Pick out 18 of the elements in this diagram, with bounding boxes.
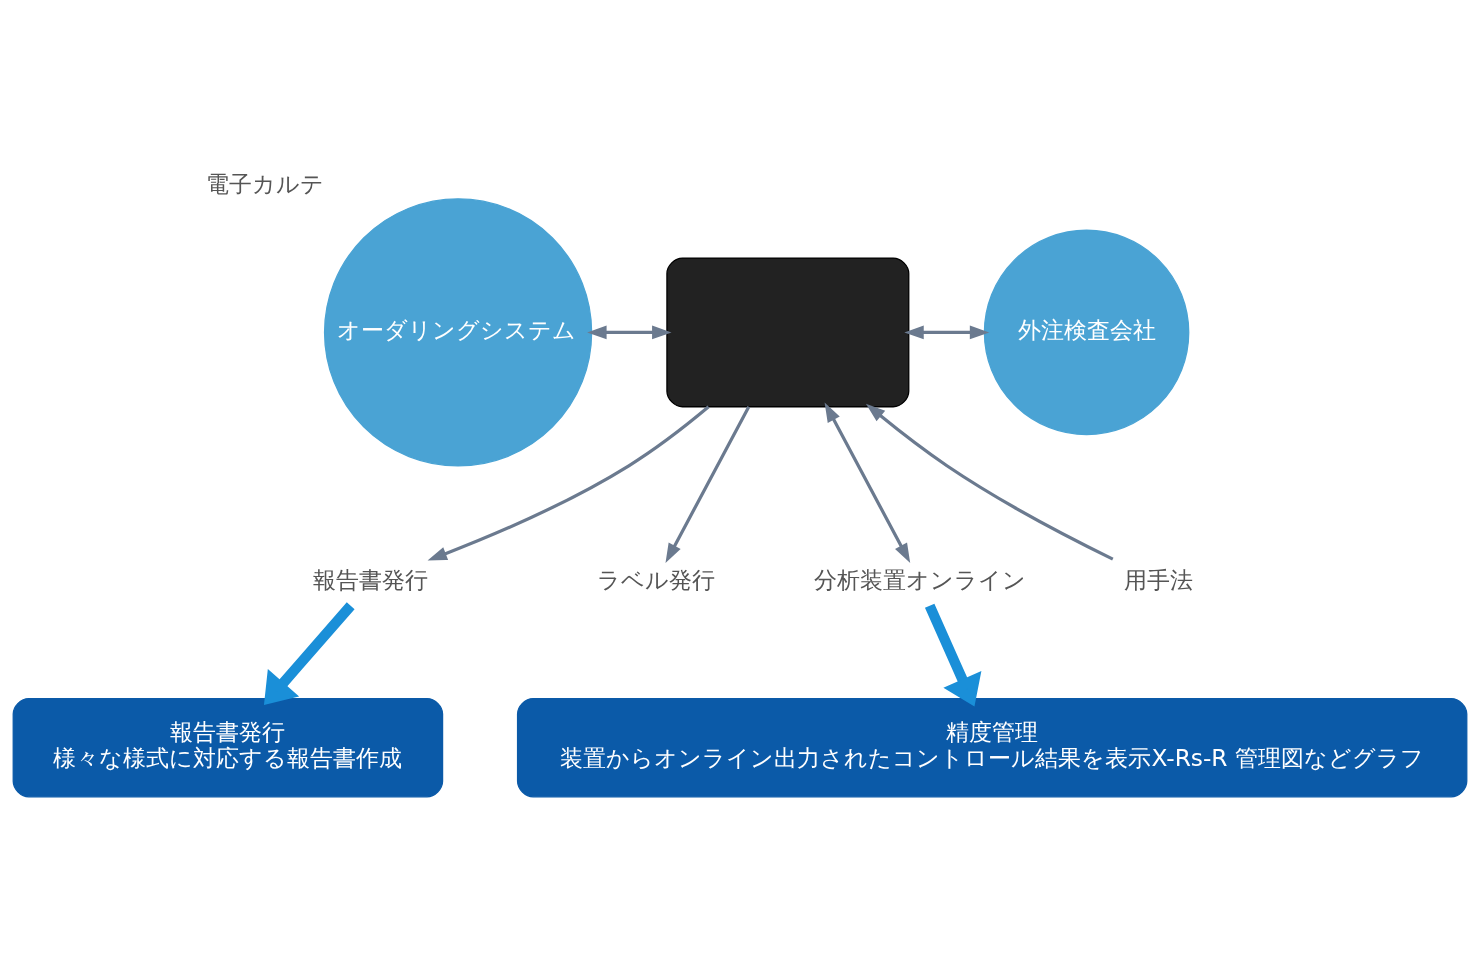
arrow [865,403,1114,561]
node-circle: オーダリングシステム [323,198,593,467]
node-text: 用手法 [1124,565,1194,593]
node-label: 電子カルテ [205,169,324,197]
node-text: ラベル発行 [596,565,715,593]
node-box [666,257,910,408]
arrow [904,325,990,340]
node-box: 精度管理 装置からオンライン出力されたコントロール結果を表示X-Rs-R 管理図などグラフ [516,697,1468,798]
arrow [665,406,751,563]
node-circle: 外注検査会社 [983,229,1190,436]
arrow [824,402,911,563]
node-text: 報告書発行 [312,565,428,593]
node-text: 分析装置オンライン [813,565,1026,593]
node-box: 報告書発行 様々な様式に対応する報告書作成 [12,697,444,798]
arrow [924,603,982,707]
arrow [263,602,355,706]
arrow [427,405,710,561]
arrow [587,325,672,340]
